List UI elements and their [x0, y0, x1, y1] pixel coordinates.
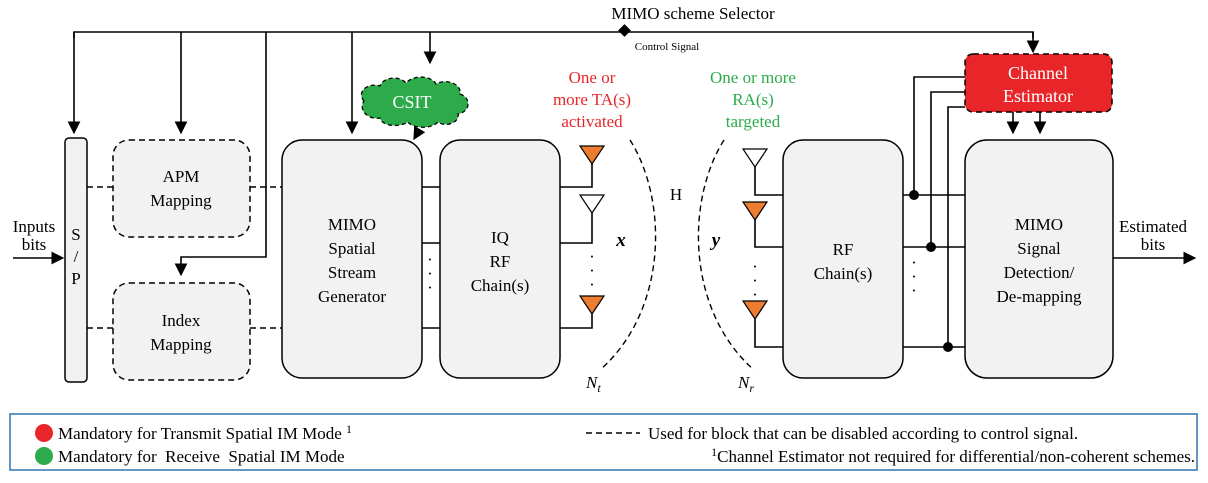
svg-text:Generator: Generator — [318, 287, 386, 306]
rf-chain-block — [782, 139, 904, 379]
svg-text:Chain(s): Chain(s) — [814, 264, 873, 283]
legend-dash-text: Used for block that can be disabled acco… — [648, 424, 1078, 443]
svg-text:Spatial: Spatial — [328, 239, 375, 258]
svg-text:IQ: IQ — [491, 228, 509, 247]
svg-text:Channel: Channel — [1008, 63, 1068, 83]
svg-text:De-mapping: De-mapping — [997, 287, 1082, 306]
svg-text:·: · — [427, 278, 433, 297]
svg-text:·: · — [589, 247, 595, 266]
junction-dot-1 — [909, 190, 919, 200]
svg-text:Nr: Nr — [737, 373, 754, 395]
svg-text:Signal: Signal — [1017, 239, 1061, 258]
junction-dot-3 — [943, 342, 953, 352]
control-node — [618, 24, 631, 37]
svg-text:Nt: Nt — [585, 373, 601, 395]
iq-rf-chain-block — [439, 139, 561, 379]
y-symbol: y — [710, 230, 721, 251]
svg-text:·: · — [911, 281, 917, 300]
rx-antenna-3 — [741, 300, 769, 321]
svg-text:·: · — [589, 275, 595, 294]
svg-text:Estimator: Estimator — [1003, 86, 1073, 106]
index-mapping-block — [112, 282, 251, 381]
control-signal-label: Control Signal — [635, 41, 699, 53]
svg-text:S: S — [71, 225, 80, 244]
control-bus-line — [73, 31, 1034, 38]
tx-antenna-3 — [578, 295, 606, 316]
svg-text:P: P — [71, 269, 80, 288]
input-label: Inputs — [13, 217, 56, 236]
svg-text:·: · — [911, 267, 917, 286]
rx-antenna-1 — [741, 148, 769, 169]
legend-green-dot — [35, 447, 53, 465]
svg-text:·: · — [752, 271, 758, 290]
svg-text:Stream: Stream — [328, 263, 376, 282]
svg-text:Chain(s): Chain(s) — [471, 276, 530, 295]
svg-text:·: · — [427, 264, 433, 283]
svg-text:MIMO: MIMO — [1015, 215, 1063, 234]
svg-text:Mapping: Mapping — [150, 191, 212, 210]
channel-estimator-block — [964, 53, 1113, 113]
x-symbol: x — [615, 230, 626, 251]
legend-red-dot — [35, 424, 53, 442]
svg-text:bits: bits — [22, 235, 47, 254]
tx-antenna-1 — [578, 145, 606, 166]
ra-annotation: One or more — [710, 68, 796, 87]
svg-text:Detection/: Detection/ — [1004, 263, 1075, 282]
svg-text:/: / — [74, 247, 79, 266]
legend-green-text: Mandatory for Receive Spatial IM Mode — [58, 447, 345, 466]
output-label: Estimated — [1119, 217, 1187, 236]
junction-dot-2 — [926, 242, 936, 252]
svg-text:RA(s): RA(s) — [732, 90, 774, 109]
rx-channel-arc — [697, 139, 755, 371]
svg-text:CSIT: CSIT — [392, 92, 431, 112]
svg-text:MIMO: MIMO — [328, 215, 376, 234]
ta-annotation: One or — [569, 68, 616, 87]
apm-mapping-block — [112, 139, 251, 238]
rx-antenna-2 — [741, 201, 769, 222]
legend-note: 1Channel Estimator not required for diff… — [711, 445, 1195, 466]
svg-text:Mapping: Mapping — [150, 335, 212, 354]
svg-text:Index: Index — [162, 311, 201, 330]
selector-title: MIMO scheme Selector — [611, 4, 775, 23]
svg-text:targeted: targeted — [726, 112, 781, 131]
svg-text:·: · — [752, 285, 758, 304]
channel-h: H — [670, 185, 682, 204]
svg-text:·: · — [589, 261, 595, 280]
spatial-stream-generator-block — [281, 139, 423, 379]
tx-antenna-2 — [578, 194, 606, 215]
svg-text:APM: APM — [163, 167, 200, 186]
svg-text:bits: bits — [1141, 235, 1166, 254]
sp-block — [64, 137, 88, 383]
legend-red-text: Mandatory for Transmit Spatial IM Mode 1 — [58, 422, 352, 443]
svg-text:more TA(s): more TA(s) — [553, 90, 631, 109]
svg-text:RF: RF — [833, 240, 854, 259]
svg-text:·: · — [752, 257, 758, 276]
svg-text:·: · — [427, 250, 433, 269]
svg-text:activated: activated — [561, 112, 623, 131]
tx-channel-arc — [599, 139, 657, 371]
svg-text:RF: RF — [490, 252, 511, 271]
svg-text:·: · — [911, 253, 917, 272]
signal-detection-block — [964, 139, 1114, 379]
csit-cloud: CSIT — [360, 76, 469, 128]
legend-box — [9, 413, 1198, 471]
